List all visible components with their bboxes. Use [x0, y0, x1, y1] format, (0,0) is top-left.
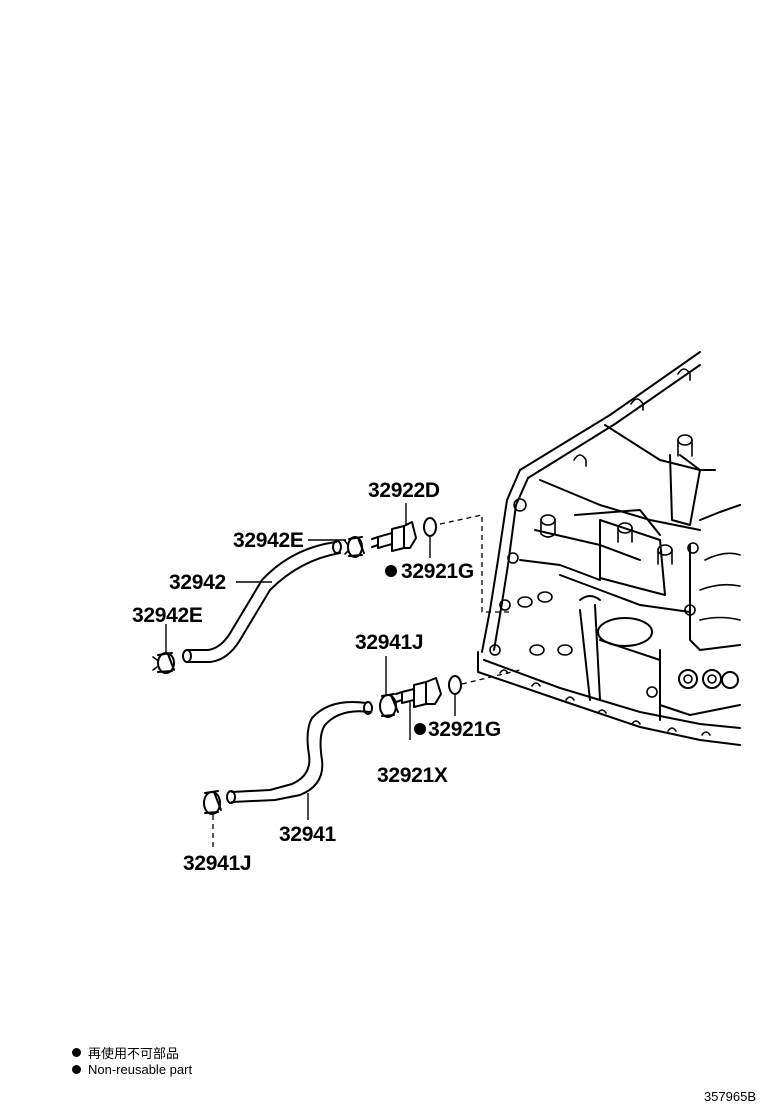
label-32941j-bottom: 32941J	[183, 852, 251, 875]
label-32941: 32941	[279, 823, 337, 846]
hose-clamp-32942e-bottom[interactable]	[152, 652, 175, 674]
alignment-lines	[439, 514, 521, 685]
hose-32942[interactable]	[182, 540, 342, 663]
hose-32941[interactable]	[226, 701, 373, 804]
legend-en-text: Non-reusable part	[88, 1062, 193, 1077]
gasket-32921g-top[interactable]	[423, 517, 437, 537]
label-32942e-top: 32942E	[233, 529, 304, 552]
hose-clamp-32942e-top[interactable]	[344, 536, 365, 558]
union-fitting-32921x[interactable]	[395, 677, 442, 708]
label-32942e-bottom: 32942E	[132, 604, 203, 627]
legend-dot-icon	[72, 1065, 81, 1074]
hose-clamp-32941j-top[interactable]	[379, 693, 399, 718]
label-32941j-top: 32941J	[355, 631, 423, 654]
label-32921g-bottom: 32921G	[428, 718, 501, 741]
union-fitting-32922d[interactable]	[371, 521, 417, 552]
diagram-reference-code: 357965B	[703, 1089, 756, 1104]
non-reusable-dot-bottom	[414, 723, 426, 735]
label-32921x: 32921X	[377, 764, 448, 787]
legend-non-reusable-jp: 再使用不可部品	[72, 1043, 179, 1062]
legend-dot-icon	[72, 1048, 81, 1057]
transmission-case	[477, 351, 741, 746]
gasket-32921g-bottom[interactable]	[448, 675, 462, 695]
label-32921g-top: 32921G	[401, 560, 474, 583]
label-32922d: 32922D	[368, 479, 440, 502]
legend-non-reusable-en: Non-reusable part	[72, 1062, 192, 1077]
non-reusable-dot-top	[385, 565, 397, 577]
hose-clamp-32941j-bottom[interactable]	[203, 790, 222, 815]
label-32942: 32942	[169, 571, 226, 594]
leader-lines	[165, 503, 456, 848]
legend-jp-text: 再使用不可部品	[88, 1047, 180, 1062]
